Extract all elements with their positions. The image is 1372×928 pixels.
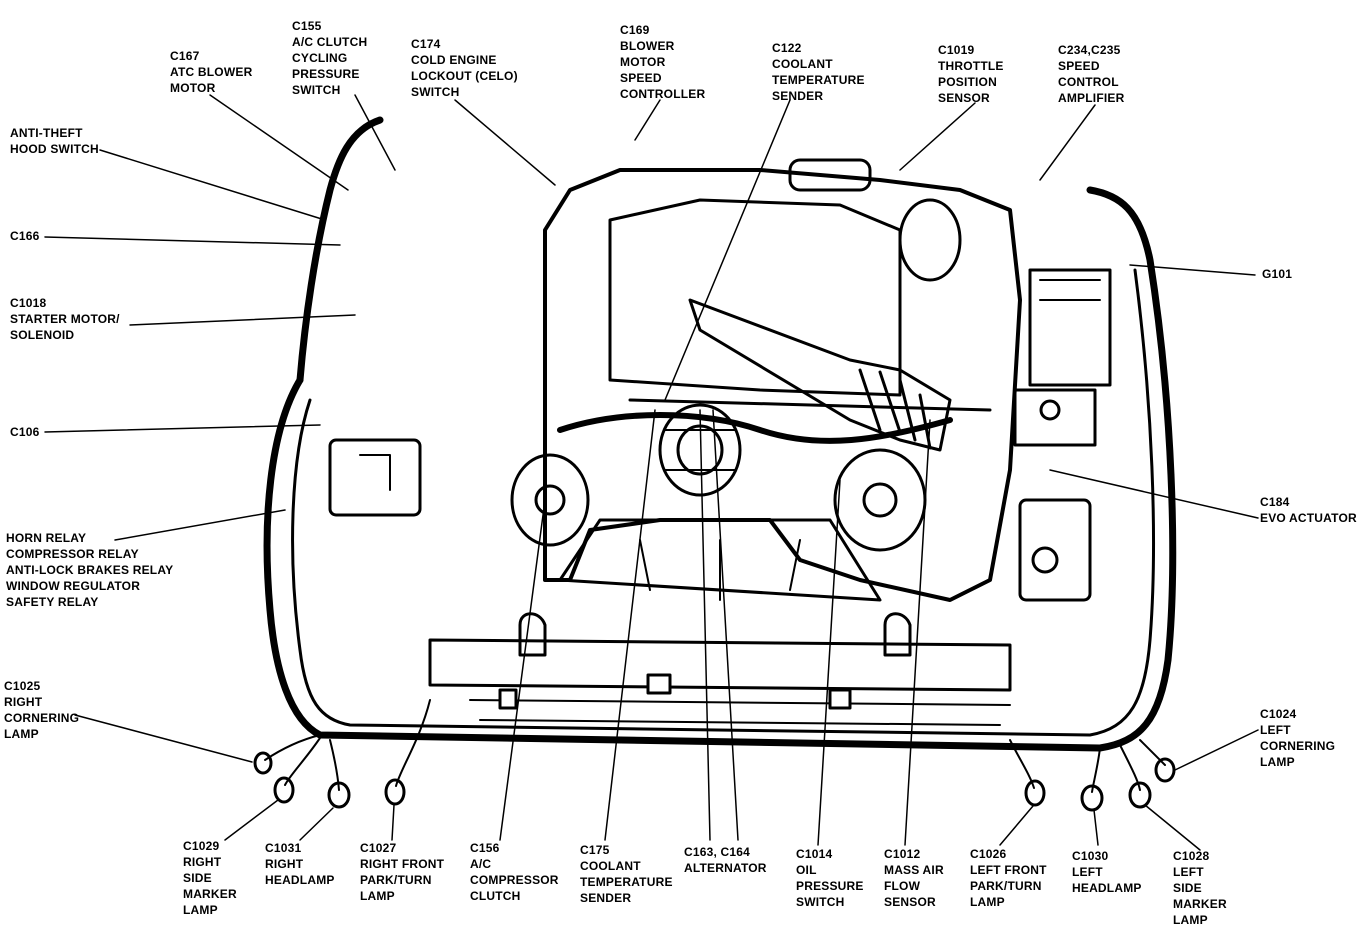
pump-pulley [833, 448, 927, 552]
label-c234-speed-control-amplifier: C234,C235 SPEED CONTROL AMPLIFIER [1058, 43, 1125, 105]
oil-pan [558, 518, 882, 602]
label-c156-ac-compressor-clutch: C156 A/C COMPRESSOR CLUTCH [470, 841, 559, 903]
label-c184-evo-actuator: C184 EVO ACTUATOR [1260, 495, 1357, 525]
label-c1031-right-headlamp: C1031 RIGHT HEADLAMP [265, 841, 335, 887]
label-g101: G101 [1262, 267, 1293, 281]
label-c1027-right-front-park-turn: C1027 RIGHT FRONT PARK/TURN LAMP [360, 841, 445, 903]
label-c122-coolant-temp-sender: C122 COOLANT TEMPERATURE SENDER [772, 41, 865, 103]
inner-harness [291, 268, 1156, 737]
throttle-body [788, 158, 962, 282]
relay-box [328, 438, 422, 517]
main-harness [263, 116, 1177, 752]
label-c167-atc-blower-motor: C167 ATC BLOWER MOTOR [170, 49, 253, 95]
evo-actuator-area [1018, 498, 1092, 602]
label-c1012-mass-air-flow-sensor: C1012 MASS AIR FLOW SENSOR [884, 847, 944, 909]
leader-lines [44, 94, 1259, 851]
ac-compressor [510, 453, 590, 547]
label-c166: C166 [10, 229, 40, 243]
label-c163-c164-alternator: C163, C164 ALTERNATOR [684, 845, 767, 875]
label-c1026-left-front-park-turn: C1026 LEFT FRONT PARK/TURN LAMP [970, 847, 1047, 909]
label-anti-theft-hood-switch: ANTI-THEFT HOOD SWITCH [10, 126, 99, 156]
label-c1019-throttle-position-sensor: C1019 THROTTLE POSITION SENSOR [938, 43, 1004, 105]
label-c169-blower-speed-controller: C169 BLOWER MOTOR SPEED CONTROLLER [620, 23, 706, 101]
lamp-wiring [264, 699, 1166, 793]
label-c174-celo-switch: C174 COLD ENGINE LOCKOUT (CELO) SWITCH [411, 37, 518, 99]
label-c1029-right-side-marker: C1029 RIGHT SIDE MARKER LAMP [183, 839, 237, 917]
label-c1028-left-side-marker: C1028 LEFT SIDE MARKER LAMP [1173, 849, 1227, 927]
label-c106: C106 [10, 425, 40, 439]
label-c1030-left-headlamp: C1030 LEFT HEADLAMP [1072, 849, 1142, 895]
air-intake-tube [688, 298, 952, 452]
label-c1018-starter-motor: C1018 STARTER MOTOR/ SOLENOID [10, 296, 120, 342]
label-c1025-right-cornering-lamp: C1025 RIGHT CORNERING LAMP [4, 679, 80, 741]
label-c1014-oil-pressure-switch: C1014 OIL PRESSURE SWITCH [796, 847, 864, 909]
label-c1024-left-cornering-lamp: C1024 LEFT CORNERING LAMP [1260, 707, 1336, 769]
label-relays: HORN RELAY COMPRESSOR RELAY ANTI-LOCK BR… [6, 531, 174, 609]
engine-block [543, 168, 1022, 602]
front-crossmember [428, 612, 1012, 726]
lamp-connectors [253, 673, 1176, 812]
battery-module [1013, 268, 1112, 447]
label-c175-coolant-temp-sender: C175 COOLANT TEMPERATURE SENDER [580, 843, 673, 905]
label-c155-ac-clutch-switch: C155 A/C CLUTCH CYCLING PRESSURE SWITCH [292, 19, 368, 97]
